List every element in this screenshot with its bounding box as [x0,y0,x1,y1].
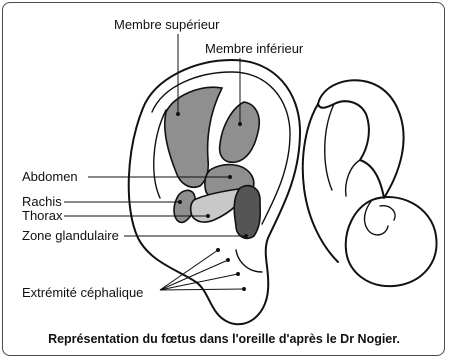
fetus-head-outline [346,197,437,286]
zone-glandulaire [234,186,260,239]
fetus-arm-line [346,160,360,196]
leader-cephalique-dot-4 [242,287,246,291]
fetus-leg-line [325,104,334,190]
leader-thorax-dot [206,214,210,218]
label-zone-glandulaire: Zone glandulaire [22,228,119,243]
leader-abdomen-dot [228,175,232,179]
ear-lobule-line [236,250,262,272]
label-thorax: Thorax [22,208,63,223]
leader-cephalique-dot-3 [236,272,240,276]
label-membre-inferieur: Membre inférieur [205,41,304,56]
label-rachis: Rachis [22,194,62,209]
leader-zone-glandulaire-dot [244,234,248,238]
zone-membre-inferieur [220,102,260,162]
figure-caption: Représentation du fœtus dans l'oreille d… [48,332,400,346]
leader-cephalique-2 [160,260,228,290]
fetus-hand-line [380,206,395,220]
leader-cephalique-4 [160,289,244,290]
fetus-illustration [303,80,437,286]
fetus-limbs-outline [303,104,338,262]
label-extremite-cephalique: Extrémité céphalique [22,285,143,300]
leader-membre-inferieur-dot [238,122,242,126]
label-membre-superieur: Membre supérieur [114,17,220,32]
ear-illustration [129,60,300,324]
label-abdomen: Abdomen [22,169,78,184]
leader-rachis-dot [178,200,182,204]
leader-membre-superieur-dot [176,112,180,116]
leader-cephalique-dot-1 [216,248,220,252]
leader-cephalique-dot-2 [226,258,230,262]
fetus-body-outline [318,80,404,198]
